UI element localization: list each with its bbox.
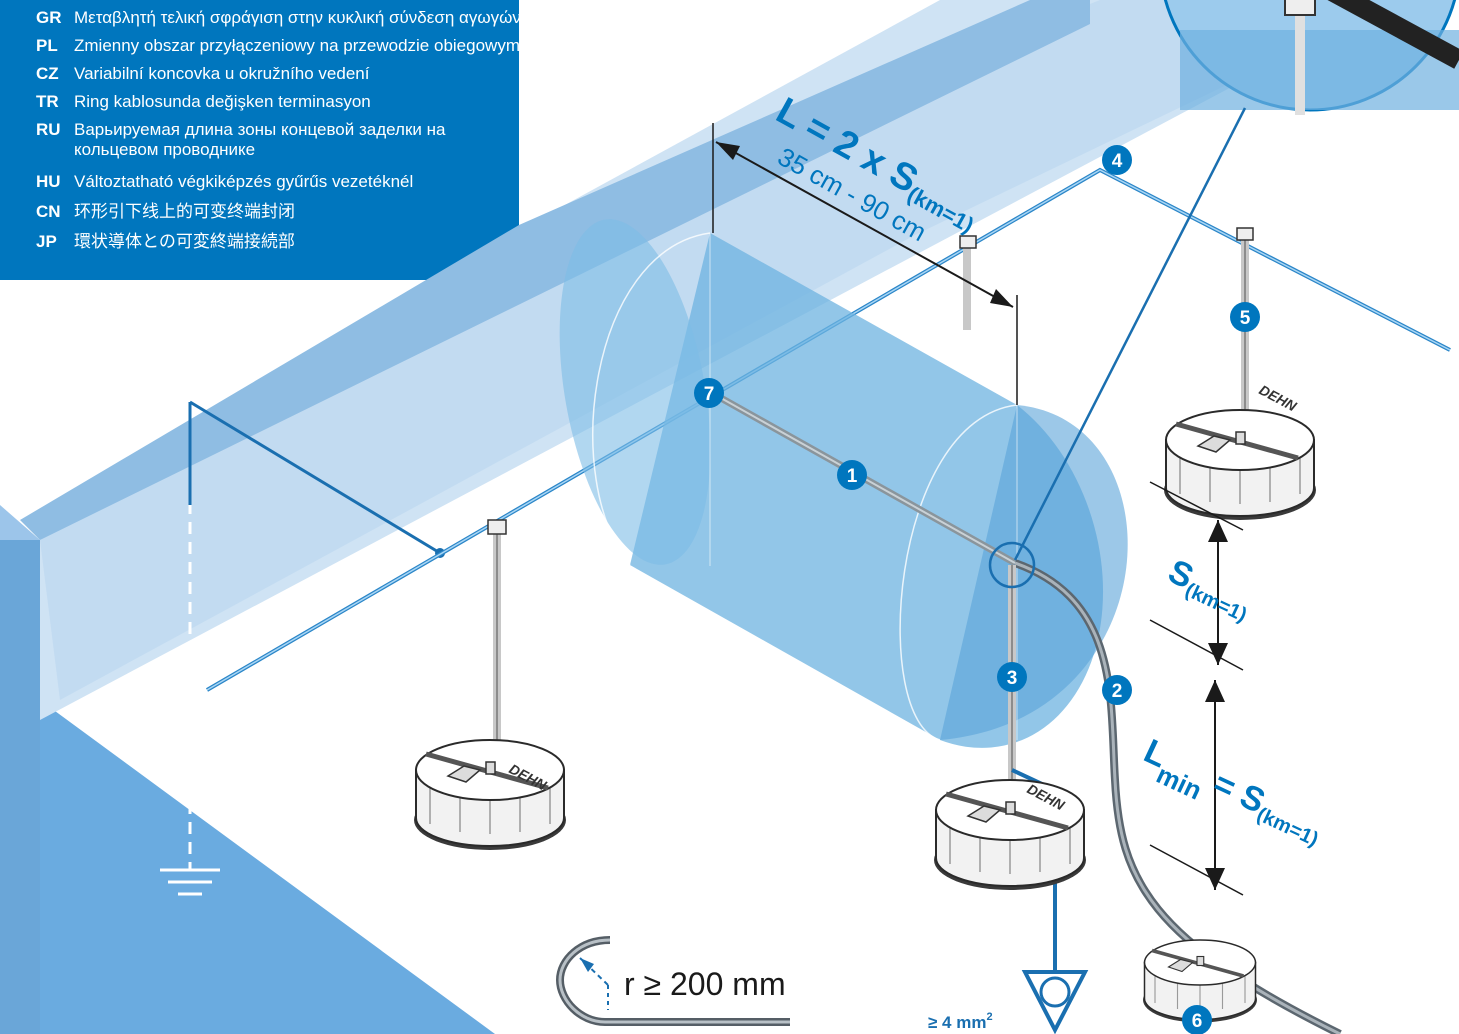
lmin-formula: Lmin = S(km=1): [1133, 732, 1329, 859]
legend-item-cz: CZ Variabilní koncovka u okružního vedení: [36, 64, 369, 84]
leader-line: [1013, 107, 1247, 561]
badge-1: 1: [837, 460, 867, 490]
legend-text: Variabilní koncovka u okružního vedení: [74, 64, 370, 83]
legend-item-tr: TR Ring kablosunda değişken terminasyon: [36, 92, 371, 112]
legend-text: Zmienny obszar przyłączeniowy na przewod…: [74, 36, 520, 55]
legend-code: HU: [36, 172, 61, 191]
wall-floor: [40, 540, 495, 1034]
badge-7: 7: [694, 378, 724, 408]
cross-section-label: ≥ 4 mm2: [928, 1011, 993, 1032]
svg-text:1: 1: [847, 466, 858, 487]
down-conductor: [189, 400, 441, 555]
legend-item-cn: CN 环形引下线上的可变终端封闭: [36, 202, 295, 222]
legend-text: 环形引下线上的可变终端封闭: [74, 202, 295, 221]
detail-circle: [988, 541, 1036, 589]
earth-symbol: [160, 868, 220, 896]
badge-2: 2: [1102, 675, 1132, 705]
legend-item-jp: JP 環状導体との可変終端接続部: [36, 232, 295, 252]
badge-6: 6: [1182, 1005, 1212, 1034]
s-label: S(km=1): [1161, 552, 1258, 626]
svg-text:5: 5: [1240, 308, 1251, 329]
legend-text: 環状導体との可変終端接続部: [74, 232, 295, 251]
detail-magnifier: [1163, 0, 1459, 115]
parapet-top: [20, 0, 1090, 540]
legend-code: CZ: [36, 64, 59, 83]
concrete-base-right: [1164, 410, 1316, 520]
legend-text: Μεταβλητή τελική σφράγιση στην κυκλική σ…: [74, 8, 521, 27]
wall-front: [0, 520, 40, 1034]
legend-code: TR: [36, 92, 59, 111]
badge-3: 3: [997, 662, 1027, 692]
legend-text: Változtatható végkiképzés gyűrűs vezeték…: [74, 172, 414, 191]
legend-text: Ring kablosunda değişken terminasyon: [74, 92, 371, 111]
svg-text:3: 3: [1007, 668, 1018, 689]
legend-code: CN: [36, 202, 61, 221]
legend-code: JP: [36, 232, 57, 251]
svg-text:7: 7: [704, 384, 715, 405]
dimension-line-l: [715, 141, 1014, 308]
legend-item-ru: RU Варьируемая длина зоны концевой заделк…: [36, 120, 454, 160]
legend-item-hu: HU Változtatható végkiképzés gyűrűs vezet…: [36, 172, 413, 192]
bend-radius-label: r ≥ 200 mm: [624, 966, 786, 1002]
legend-code: PL: [36, 36, 58, 55]
svg-text:2: 2: [1112, 681, 1123, 702]
legend-item-pl: PL Zmienny obszar przyłączeniowy na przew…: [36, 36, 520, 56]
legend-code: RU: [36, 120, 61, 139]
svg-text:4: 4: [1112, 151, 1123, 172]
dehn-logo: DEHN: [1257, 382, 1300, 415]
badge-5: 5: [1230, 302, 1260, 332]
equipotential-symbol: [1021, 970, 1089, 1034]
legend-code: GR: [36, 8, 62, 27]
legend-panel: GR Μεταβλητή τελική σφράγιση στην κυκλική…: [0, 0, 521, 280]
svg-text:6: 6: [1192, 1011, 1203, 1032]
concrete-base-left: [414, 740, 566, 850]
legend-item-gr: GR Μεταβλητή τελική σφράγιση στην κυκλική…: [36, 8, 521, 28]
legend-text: Варьируемая длина зоны концевой заделки …: [74, 120, 446, 159]
badge-4: 4: [1102, 145, 1132, 175]
